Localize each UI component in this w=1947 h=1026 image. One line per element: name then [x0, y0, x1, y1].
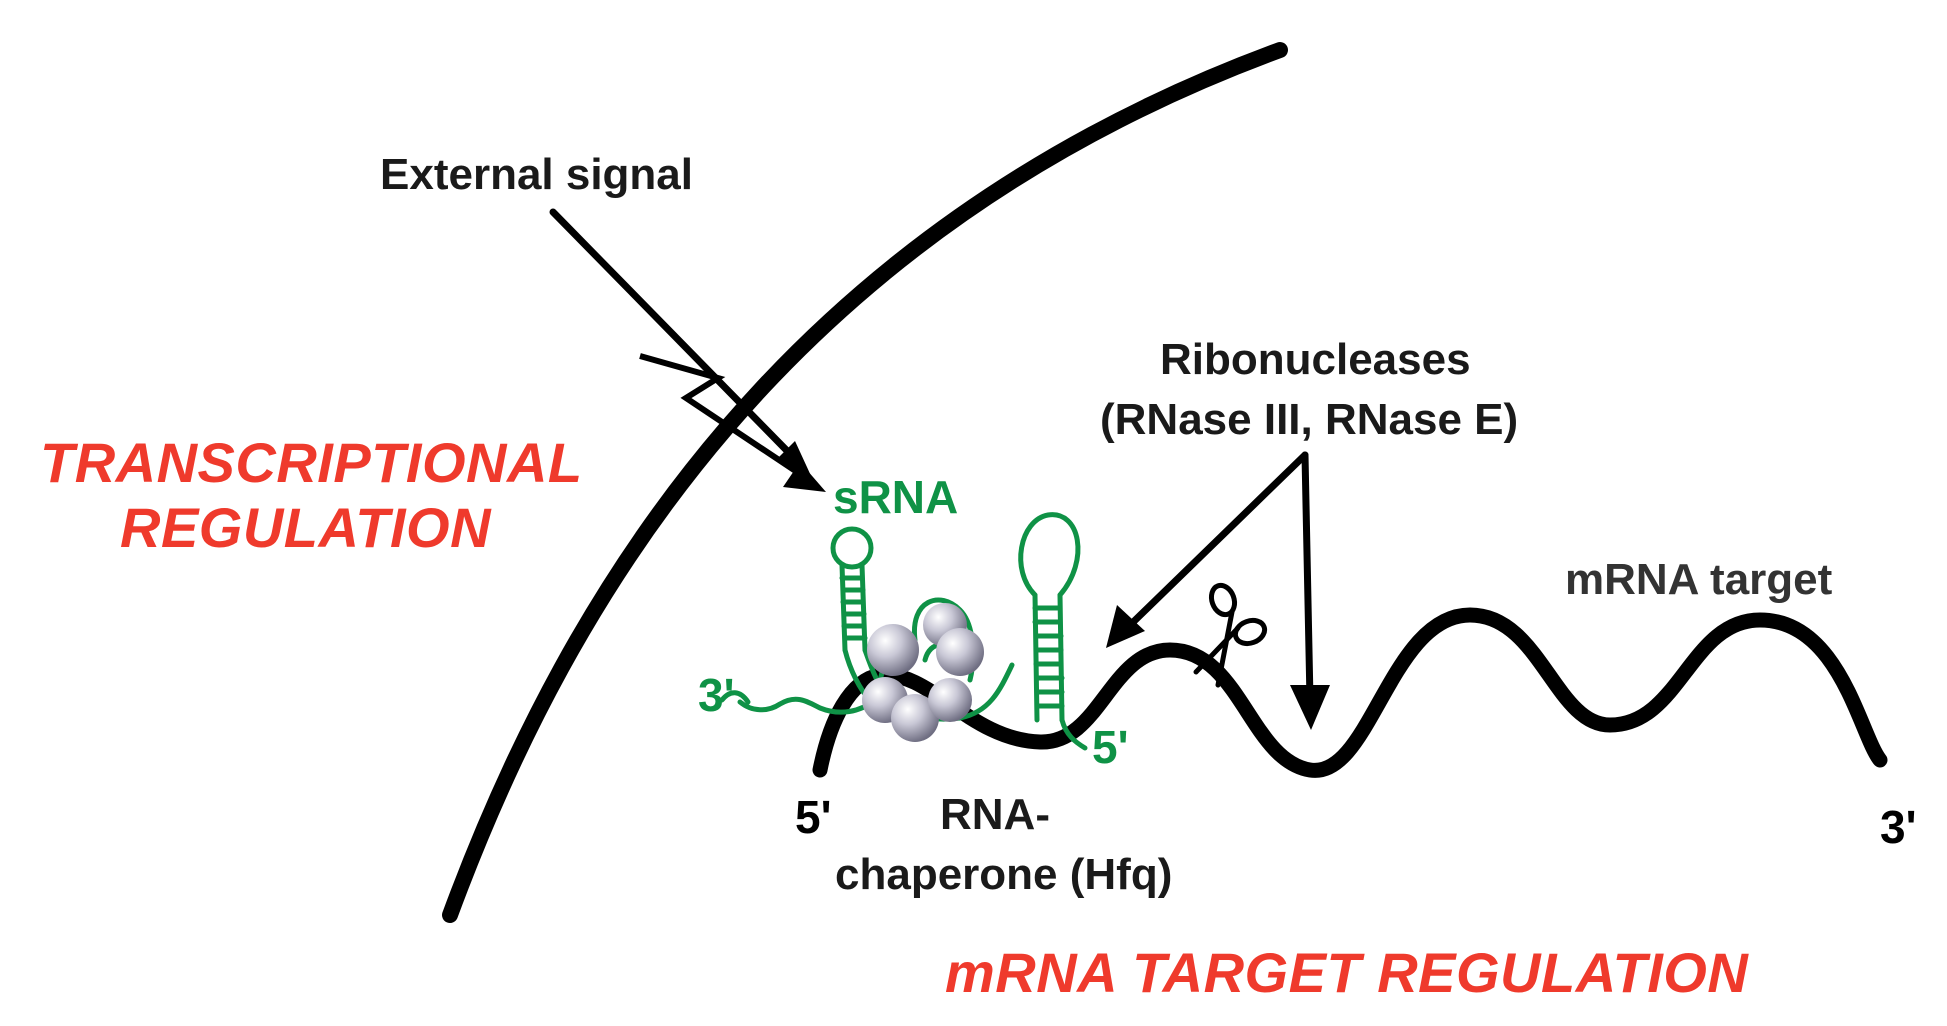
mrna-5prime-label: 5': [795, 791, 832, 843]
ribonuclease-arrow-down: [1290, 451, 1330, 730]
external-signal-arrow: [549, 208, 812, 478]
chaperone-label-line2: chaperone (Hfq): [835, 850, 1173, 899]
ribonucleases-label-line2: (RNase III, RNase E): [1100, 395, 1519, 444]
mrna-target-regulation-label: mRNA TARGET REGULATION: [945, 941, 1749, 1004]
mrna-3prime-label: 3': [1880, 801, 1917, 853]
lightning-arrow-icon: [639, 353, 826, 492]
transcriptional-regulation-label-line1: TRANSCRIPTIONAL: [40, 431, 583, 494]
ribonucleases-label-line1: Ribonucleases: [1160, 335, 1471, 384]
chaperone-label-line1: RNA-: [940, 790, 1050, 839]
ribonuclease-arrow-left: [1106, 451, 1309, 648]
external-signal-label: External signal: [380, 150, 694, 199]
srna-5prime-label: 5': [1092, 721, 1129, 773]
hfq-protein-complex: [862, 603, 984, 742]
mrna-target-label: mRNA target: [1565, 555, 1833, 604]
srna-3prime-label: 3': [698, 669, 735, 721]
scissors-icon: [1193, 582, 1268, 688]
srna-label: sRNA: [833, 471, 959, 523]
transcriptional-regulation-label-line2: REGULATION: [120, 496, 492, 559]
